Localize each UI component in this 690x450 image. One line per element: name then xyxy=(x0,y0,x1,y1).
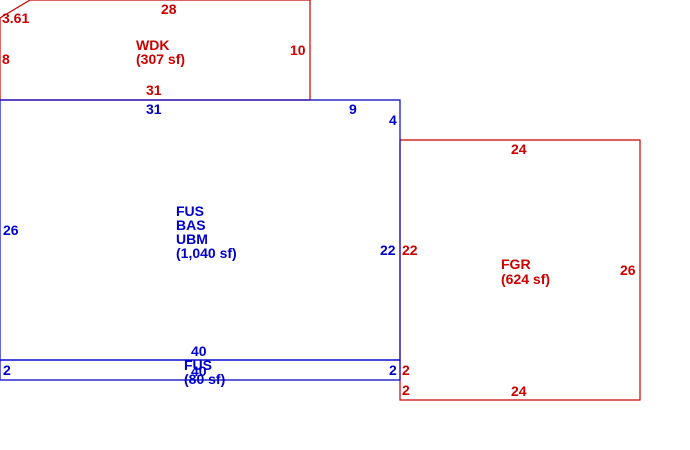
main-code-1: FUS xyxy=(176,203,204,219)
main-top-right-dim: 9 xyxy=(349,101,357,117)
main-area-label: (1,040 sf) xyxy=(176,245,237,261)
fgr-top-dim: 24 xyxy=(511,141,527,157)
main-bottom-dim: 40 xyxy=(191,343,207,359)
wdk-area-label: (307 sf) xyxy=(136,51,185,67)
main-code-3: UBM xyxy=(176,231,208,247)
strip-area-label: (80 sf) xyxy=(184,371,225,387)
wdk-top-dim: 28 xyxy=(161,1,177,17)
strip-right-dim: 2 xyxy=(389,362,397,378)
fgr-code-label: FGR xyxy=(501,256,531,272)
wdk-bottom-dim: 31 xyxy=(146,82,162,98)
fgr-left-dim: 22 xyxy=(402,242,418,258)
main-right-top-dim: 4 xyxy=(389,112,397,128)
strip-top-dim: 40 xyxy=(191,363,207,379)
strip-left-dim: 2 xyxy=(3,362,11,378)
main-right-dim: 22 xyxy=(380,242,396,258)
fus-strip-outline xyxy=(0,359,401,381)
fgr-left-a-dim: 2 xyxy=(402,362,410,378)
strip-code-label: FUS xyxy=(184,357,212,373)
wdk-code-label: WDK xyxy=(136,37,169,53)
fgr-left-b-dim: 2 xyxy=(402,382,410,398)
wdk-left-dim: 8 xyxy=(2,51,10,67)
fgr-right-dim: 26 xyxy=(620,262,636,278)
fgr-bottom-dim: 24 xyxy=(511,383,527,399)
wdk-right-dim: 10 xyxy=(290,42,306,58)
wdk-diag-dim: 3.61 xyxy=(2,10,29,26)
main-top-dim: 31 xyxy=(146,101,162,117)
main-code-2: BAS xyxy=(176,217,206,233)
main-left-dim: 26 xyxy=(3,222,19,238)
fgr-area-label: (624 sf) xyxy=(501,271,550,287)
